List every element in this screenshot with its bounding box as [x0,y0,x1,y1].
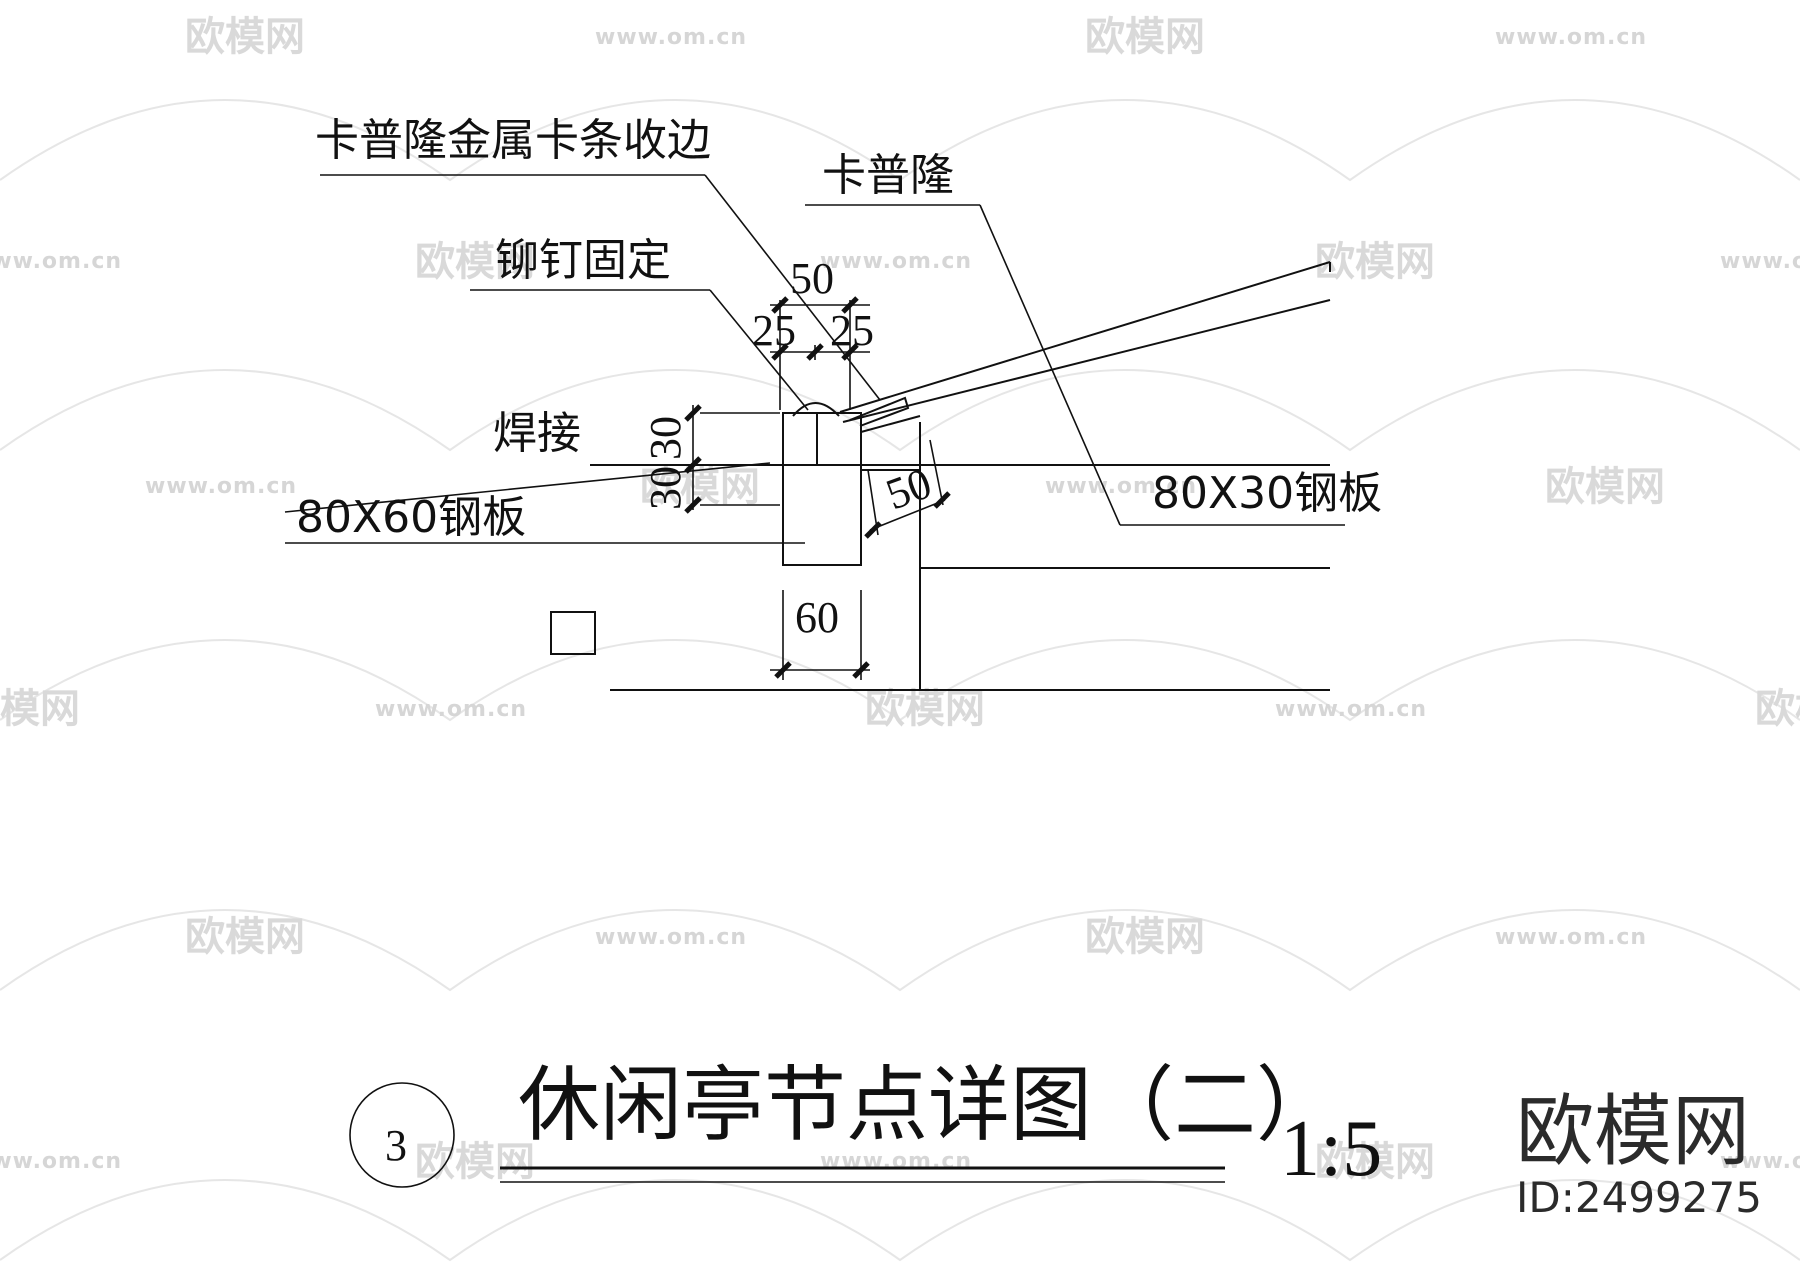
watermark-url: www.om.cn [820,1149,972,1174]
watermark-url: www.om.cn [1495,925,1647,950]
small-square [550,611,596,655]
watermark-logo: 欧模网 [185,914,305,960]
watermark-logo: 欧模网 [1755,686,1800,732]
dimension-ticks [684,296,951,679]
dim-top-total: 50 [790,254,834,303]
brand-watermark: 欧模网 ID:2499275 [1516,1087,1762,1222]
dim-vert-upper: 30 [641,416,690,460]
dim-vert-lower: 30 [641,466,690,510]
watermark-url: www.om.cn [375,697,527,722]
dim-top-left: 25 [752,306,796,355]
label-plate-80x60: 80X60钢板 [296,492,526,543]
watermark-logo: 欧模网 [1545,464,1665,510]
watermark-url: www.om.cn [1495,25,1647,50]
watermark-logo: 欧模网 [415,1139,535,1185]
watermark-url: www.om.cn [1275,697,1427,722]
watermark-url: www.om.cn [820,249,972,274]
watermark-url: www.om.cn [145,474,297,499]
label-kapulong: 卡普隆 [822,150,954,201]
label-capping: 卡普隆金属卡条收边 [315,115,711,166]
watermark-logo: 欧模网 [1315,239,1435,285]
watermark-arcs [0,99,1800,1262]
watermark-logo: 欧模网 [1085,14,1205,60]
watermark-logo: 欧模网 [185,14,305,60]
label-rivet: 铆钉固定 [495,235,671,286]
brand-logo-text: 欧模网 [1516,1087,1750,1177]
watermark-url: www.om.cn [1720,1149,1800,1174]
post-section [782,412,862,566]
weld-dome [792,402,840,417]
watermark-url: www.om.cn [1045,474,1197,499]
watermark-url: www.om.cn [595,25,747,50]
dimension-text: 50 25 25 30 30 50 60 [641,254,938,642]
dim-top-right: 25 [830,306,874,355]
leader-lines [284,174,1345,544]
watermark-url: www.om.cn [1720,249,1800,274]
label-plate-80x30: 80X30钢板 [1152,468,1382,519]
drawing-title: 休闲亭节点详图（二） [518,1058,1338,1153]
structure-lines [550,261,1331,691]
brand-id: ID:2499275 [1516,1173,1762,1222]
watermark-url: www.om.cn [595,925,747,950]
detail-number: 3 [385,1121,407,1170]
watermark-logo: 欧模网 [1085,914,1205,960]
drawing-scale: 1:5 [1280,1105,1382,1193]
watermark-logo: 欧模网 [415,239,535,285]
watermark-logo: 欧模网 [0,686,80,732]
watermark-logo: 欧模网 [1315,1139,1435,1185]
watermark-url: www.om.cn [0,249,122,274]
watermark-url: www.om.cn [0,1149,122,1174]
watermark-logo: 欧模网 [865,686,985,732]
dim-slope: 50 [880,458,938,519]
annotation-labels: 卡普隆金属卡条收边 卡普隆 铆钉固定 焊接 80X60钢板 80X30钢板 [296,115,1382,543]
label-weld: 焊接 [493,408,581,459]
watermark-logo: 欧模网 [640,464,760,510]
detail-number-circle [349,1082,455,1188]
title-block: 3 休闲亭节点详图（二） 1:5 [349,1058,1382,1193]
dim-bottom: 60 [795,593,839,642]
watermark-logos: 欧模网 www.om.cn 欧模网 www.om.cn www.om.cn 欧模… [0,14,1800,1185]
